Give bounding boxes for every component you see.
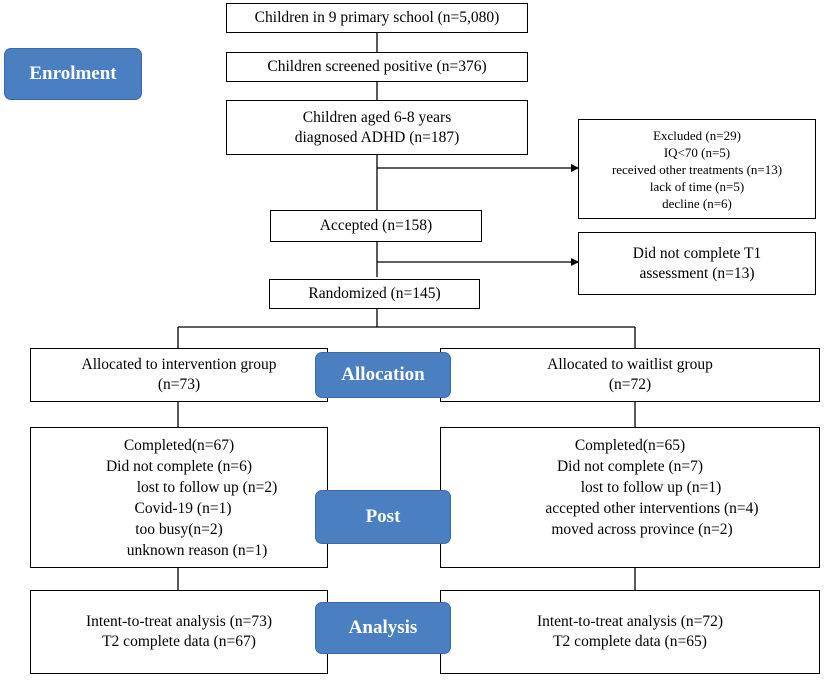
box-line: Did not complete (n=7) xyxy=(556,458,704,475)
box-did-not-complete-t1: Did not complete T1 assessment (n=13) xyxy=(578,232,816,295)
box-line: Randomized (n=145) xyxy=(308,285,441,302)
box-line: Intent-to-treat analysis (n=72) xyxy=(536,613,724,630)
box-line: received other treatments (n=13) xyxy=(611,161,783,177)
box-school-children: Children in 9 primary school (n=5,080) xyxy=(226,3,528,33)
box-line: too busy(n=2) xyxy=(135,520,223,538)
box-accepted: Accepted (n=158) xyxy=(270,210,482,242)
box-line: moved across province (n=2) xyxy=(551,521,733,538)
box-line: Did not complete T1 xyxy=(632,244,762,262)
box-line: assessment (n=13) xyxy=(639,264,755,282)
box-analysis-intervention: Intent-to-treat analysis (n=73) T2 compl… xyxy=(30,590,328,674)
box-line: unknown reason (n=1) xyxy=(126,541,268,559)
box-line: lost to follow up (n=1) xyxy=(580,479,722,496)
box-line: Children screened positive (n=376) xyxy=(267,58,487,75)
stage-label-allocation: Allocation xyxy=(315,352,451,398)
box-allocated-intervention: Allocated to intervention group (n=73) xyxy=(30,348,328,402)
box-line: Excluded (n=29) xyxy=(653,127,741,143)
box-allocated-waitlist: Allocated to waitlist group (n=72) xyxy=(440,348,820,402)
box-excluded: Excluded (n=29) IQ<70 (n=5) received oth… xyxy=(578,119,816,219)
box-line: lack of time (n=5) xyxy=(649,178,745,194)
box-line: Allocated to intervention group xyxy=(81,356,277,373)
box-screened-positive: Children screened positive (n=376) xyxy=(226,52,528,82)
box-line: Completed(n=65) xyxy=(574,437,686,454)
box-analysis-waitlist: Intent-to-treat analysis (n=72) T2 compl… xyxy=(440,590,820,674)
box-line: T2 complete data (n=65) xyxy=(553,633,707,650)
box-post-waitlist: Completed(n=65) Did not complete (n=7) l… xyxy=(440,427,820,568)
box-line: Completed(n=67) xyxy=(123,436,235,454)
box-line: IQ<70 (n=5) xyxy=(663,144,731,160)
box-line: Children in 9 primary school (n=5,080) xyxy=(254,9,500,26)
box-line: lost to follow up (n=2) xyxy=(136,478,278,496)
box-line: Intent-to-treat analysis (n=73) xyxy=(85,613,273,630)
box-line: T2 complete data (n=67) xyxy=(102,633,256,650)
box-line: decline (n=6) xyxy=(662,195,732,211)
box-randomized: Randomized (n=145) xyxy=(269,279,480,309)
box-line: (n=72) xyxy=(608,376,652,393)
box-post-intervention: Completed(n=67) Did not complete (n=6) l… xyxy=(30,427,328,568)
box-line: Did not complete (n=6) xyxy=(105,457,253,475)
box-line: diagnosed ADHD (n=187) xyxy=(294,128,460,146)
box-diagnosed-adhd: Children aged 6-8 years diagnosed ADHD (… xyxy=(226,100,528,155)
box-line: accepted other interventions (n=4) xyxy=(545,500,759,517)
box-line: Allocated to waitlist group xyxy=(547,356,713,373)
box-line: Children aged 6-8 years xyxy=(302,108,452,126)
box-line: Accepted (n=158) xyxy=(319,217,433,234)
stage-label-post: Post xyxy=(315,490,451,544)
box-line: Covid-19 (n=1) xyxy=(134,499,232,517)
stage-label-analysis: Analysis xyxy=(315,602,451,654)
box-line: (n=73) xyxy=(157,376,201,393)
stage-label-enrolment: Enrolment xyxy=(4,48,142,100)
